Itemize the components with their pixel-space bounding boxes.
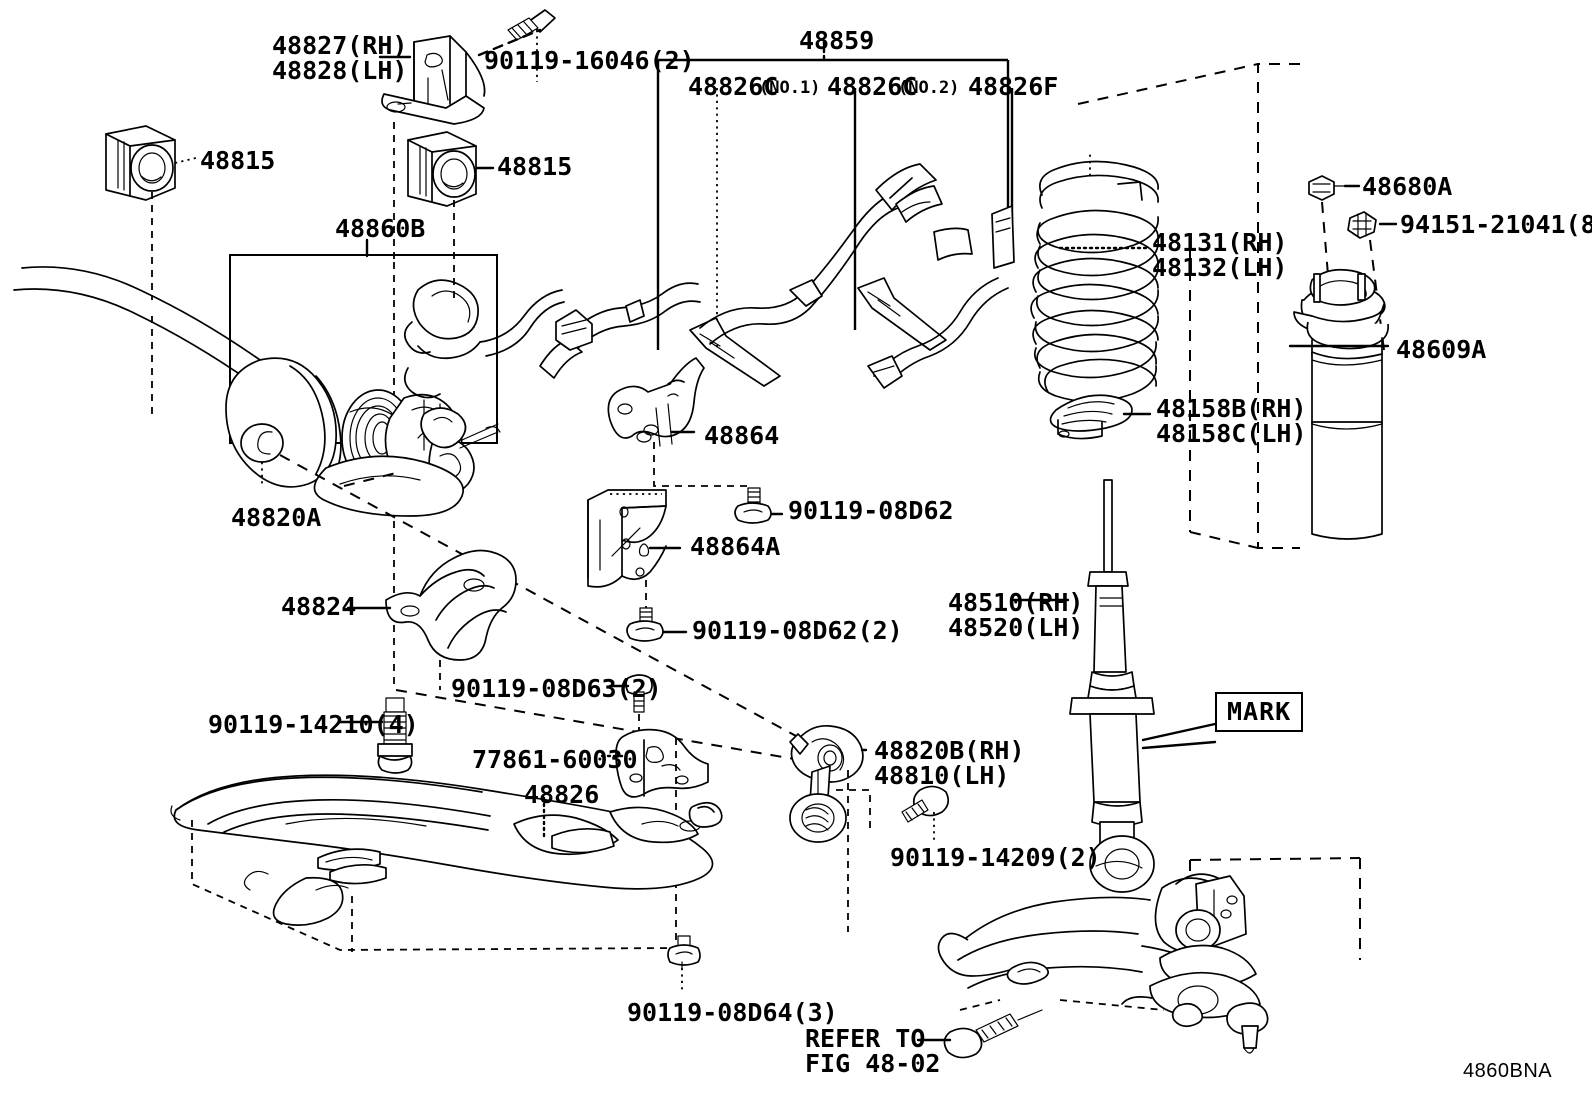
part-48826C-harness-no1 <box>555 282 781 387</box>
label-48810: 48810(LH) <box>874 761 1010 790</box>
part-48815-bushing-right <box>407 131 477 207</box>
label-90119-16046: 90119-16046(2) <box>484 46 695 75</box>
part-90119-08D63-bolt <box>625 674 653 713</box>
label-48815-left: 48815 <box>200 146 276 175</box>
part-48820A-cap <box>240 423 284 463</box>
label-48158C: 48158C(LH) <box>1156 419 1307 448</box>
label-48859: 48859 <box>799 26 875 55</box>
label-48815-right: 48815 <box>497 152 573 181</box>
label-90119-08D62: 90119-08D62 <box>788 496 954 525</box>
part-90119-14209-bolt <box>901 785 950 823</box>
label-48828: 48828(LH) <box>272 56 408 85</box>
refer-note-line2: FIG 48-02 <box>805 1049 941 1078</box>
part-77861-60030-bracket <box>615 728 709 798</box>
part-90119-08D62-bolt <box>734 487 772 524</box>
label-48827: 48827(RH) <box>272 31 408 60</box>
label-48158B: 48158B(RH) <box>1156 394 1307 423</box>
label-48826C-no1: 48826C <box>688 72 779 101</box>
label-77861-60030: 77861-60030 <box>472 745 638 774</box>
label-48826F: 48826F <box>968 72 1059 101</box>
label-48826: 48826 <box>524 780 600 809</box>
part-90119-16046-bolt <box>507 9 556 41</box>
part-48864A-shield <box>587 489 667 588</box>
part-48815-bushing-left <box>105 125 176 201</box>
part-48510-shock-absorber <box>1069 479 1155 893</box>
label-48132: 48132(LH) <box>1152 253 1288 282</box>
part-48860B-group-box <box>229 254 498 444</box>
part-90119-08D62-2-bolt <box>626 607 664 642</box>
refer-note-line1: REFER TO <box>805 1024 926 1053</box>
part-48824-bracket <box>385 549 517 661</box>
part-48826-suspension-crossmember <box>170 774 723 926</box>
label-48680A: 48680A <box>1362 172 1453 201</box>
part-48820A-stabilizer-bar <box>13 266 501 517</box>
label-90119-08D64: 90119-08D64(3) <box>627 998 838 1027</box>
part-48826C-harness-no2 <box>699 163 947 351</box>
part-48609A-strut-support <box>1293 268 1390 540</box>
part-90119-08D64-bolt <box>667 935 701 969</box>
label-48860B: 48860B <box>335 214 426 243</box>
label-48864: 48864 <box>704 421 780 450</box>
label-48820B: 48820B(RH) <box>874 736 1025 765</box>
label-48826C-no1-suffix: (NO.1) <box>759 78 821 98</box>
refer-to-bolt <box>943 1009 1043 1059</box>
part-48820B-stabilizer-link <box>789 724 864 843</box>
part-48680A-nut <box>1308 175 1349 201</box>
label-48820A: 48820A <box>231 503 322 532</box>
part-94151-21041-nut <box>1347 211 1377 239</box>
label-48864A: 48864A <box>690 532 781 561</box>
mark-callout-box: MARK <box>1215 692 1304 732</box>
label-48826C-no2-suffix: (NO.2) <box>898 78 960 98</box>
part-48131-coil-spring <box>1030 160 1159 403</box>
label-48824: 48824 <box>281 592 357 621</box>
label-94151-21041: 94151-21041(8) <box>1400 210 1592 239</box>
part-48864-bracket <box>607 357 705 447</box>
label-48520: 48520(LH) <box>948 613 1084 642</box>
part-48826F-harness <box>867 205 1015 389</box>
label-48826C-no2: 48826C <box>827 72 918 101</box>
part-48860B-harness <box>403 279 583 449</box>
label-48609A: 48609A <box>1396 335 1487 364</box>
label-90119-08D62-2: 90119-08D62(2) <box>692 616 903 645</box>
label-48510: 48510(RH) <box>948 588 1084 617</box>
part-lower-control-arm-knuckle <box>937 873 1269 1054</box>
label-90119-14210: 90119-14210(4) <box>208 710 419 739</box>
label-90119-14209: 90119-14209(2) <box>890 843 1101 872</box>
part-90119-14210-bolt <box>377 697 413 774</box>
part-48827-bracket <box>381 35 486 125</box>
label-48131: 48131(RH) <box>1152 228 1288 257</box>
figure-id: 4860BNA <box>1463 1060 1553 1082</box>
label-90119-08D63: 90119-08D63(2) <box>451 674 662 703</box>
part-48158B-bumper <box>1049 394 1133 440</box>
